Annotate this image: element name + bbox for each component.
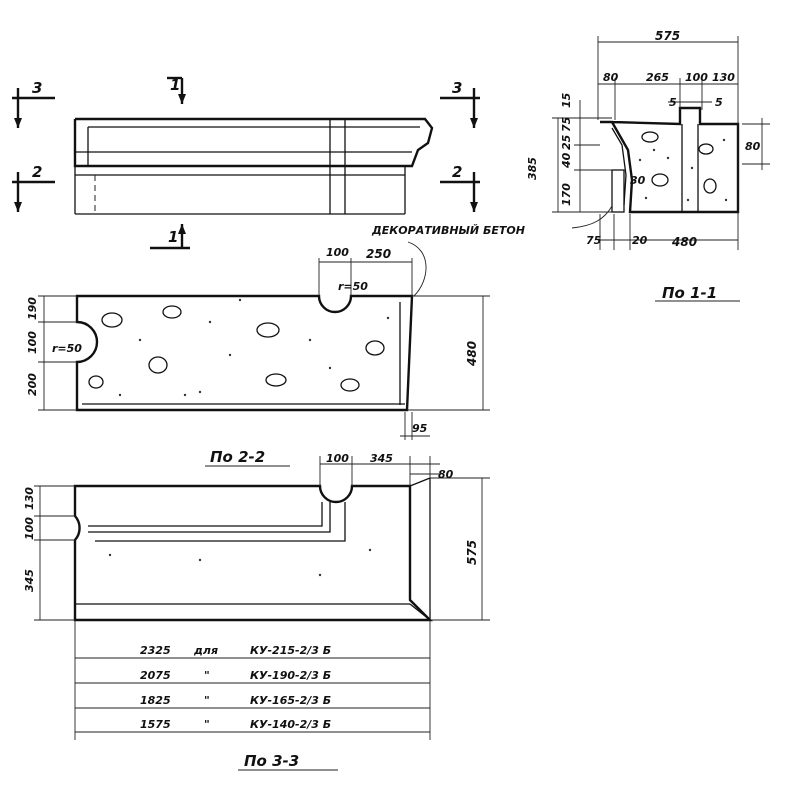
length-separator: " [204, 694, 210, 707]
length-table: 2325 для КУ-215-2/3 Б 2075 " КУ-190-2/3 … [140, 644, 331, 731]
length-mark: КУ-140-2/3 Б [250, 718, 331, 731]
s33-dim-345: 345 [370, 452, 393, 465]
section-mark-1-top: 1 [170, 76, 180, 94]
s33-dim-100: 100 [23, 517, 36, 540]
s22-dim-190: 190 [26, 297, 39, 320]
length-separator: " [204, 669, 210, 682]
length-value: 1575 [140, 718, 171, 731]
section-3-3-view [34, 456, 490, 771]
s11-dim-170: 170 [560, 183, 573, 206]
section-3-3-title: По 3-3 [244, 752, 299, 770]
length-value: 1825 [140, 694, 171, 707]
s11-dim-80: 80 [603, 71, 619, 84]
section-1-1-view [552, 36, 770, 302]
s11-dim-100: 100 [685, 71, 708, 84]
length-separator: " [204, 718, 210, 731]
section-mark-3-right: 3 [452, 79, 462, 97]
s11-dim-5b: 5 [715, 96, 723, 109]
s11-dim-130: 130 [712, 71, 735, 84]
s11-dim-20: 20 [632, 234, 648, 247]
s33-dim-575: 575 [465, 540, 479, 565]
s22-dim-480: 480 [465, 341, 479, 367]
s33-dim-345: 345 [23, 569, 36, 592]
section-1-1-title: По 1-1 [662, 284, 717, 302]
s11-dim-15: 15 [560, 92, 573, 108]
length-mark: КУ-165-2/3 Б [250, 694, 331, 707]
s22-radius-top: r=50 [338, 280, 368, 293]
s11-dim-75-bottom: 75 [586, 234, 602, 247]
section-2-2-view [38, 241, 490, 467]
s11-dim-480: 480 [671, 235, 697, 249]
s11-dim-385: 385 [526, 157, 539, 180]
s11-dim-25: 25 [560, 134, 573, 150]
section-3-3-dots [108, 548, 372, 577]
length-mark: КУ-215-2/3 Б [250, 644, 331, 657]
concrete-label: ДЕКОРАТИВНЫЙ БЕТОН [371, 224, 525, 237]
s22-dim-95: 95 [412, 422, 428, 435]
s33-dim-100: 100 [326, 452, 349, 465]
s11-dim-75: 75 [560, 116, 573, 132]
elevation-view [12, 76, 480, 250]
s11-dim-5a: 5 [669, 96, 677, 109]
s22-dim-250: 250 [366, 247, 391, 261]
section-2-2-title: По 2-2 [210, 448, 265, 466]
length-value: 2325 [140, 644, 171, 657]
s33-dim-130: 130 [23, 487, 36, 510]
s11-dim-40: 40 [560, 152, 573, 169]
length-value: 2075 [140, 669, 171, 682]
section-mark-3-left: 3 [32, 79, 42, 97]
s33-dim-80: 80 [438, 468, 454, 481]
s11-dim-30: 30 [630, 174, 646, 187]
length-separator: для [193, 644, 218, 657]
section-mark-1-bottom: 1 [168, 228, 178, 246]
s11-dim-265: 265 [646, 71, 669, 84]
section-mark-2-left: 2 [32, 163, 42, 181]
s22-dim-200: 200 [26, 373, 39, 396]
section-1-1-aggregate [638, 131, 728, 202]
s11-dim-80-right: 80 [745, 140, 761, 153]
s11-dim-total: 575 [655, 29, 680, 43]
s22-radius-left: r=50 [52, 342, 82, 355]
length-mark: КУ-190-2/3 Б [250, 669, 331, 682]
s22-dim-100-left: 100 [26, 331, 39, 354]
section-2-2-aggregate [88, 298, 390, 397]
section-mark-2-right: 2 [452, 163, 462, 181]
s22-dim-100: 100 [326, 246, 349, 259]
